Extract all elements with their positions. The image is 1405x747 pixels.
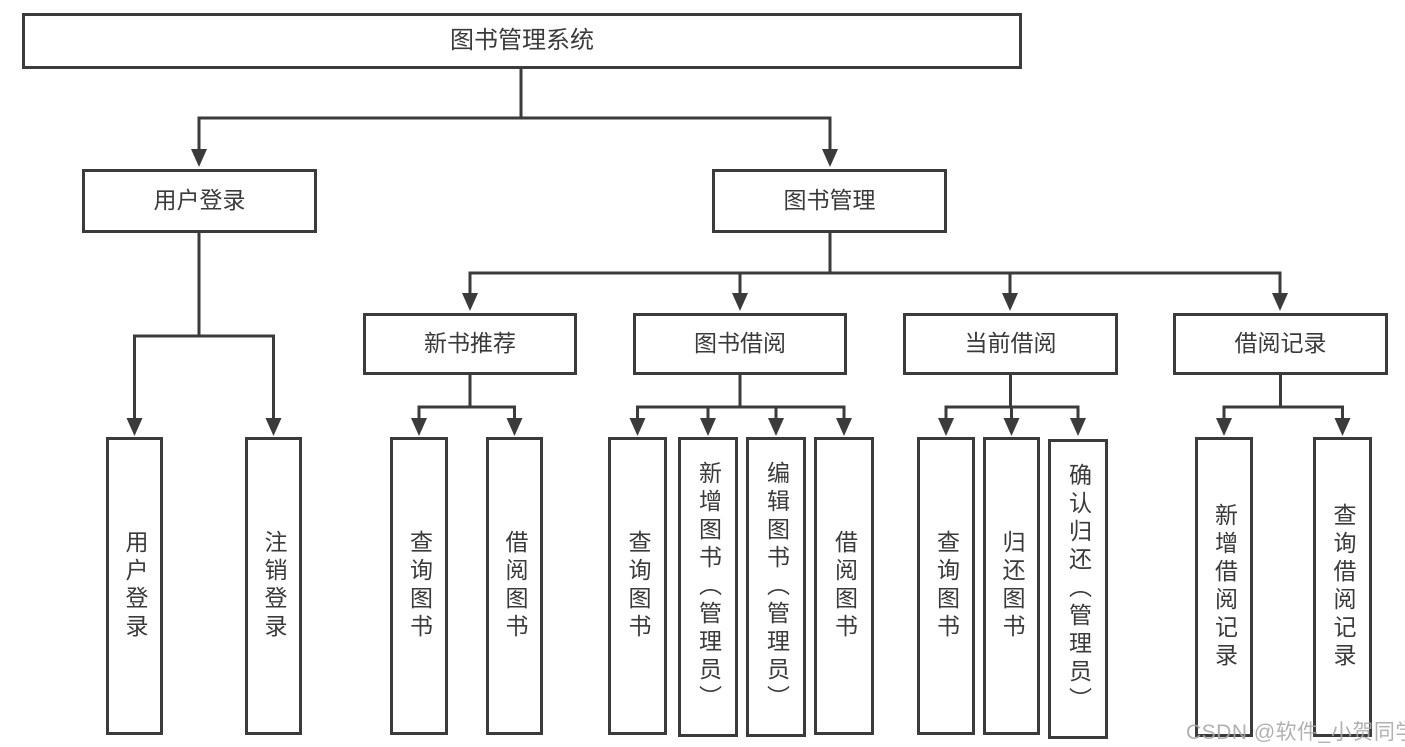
connector-book-borrowing-branch [629,375,852,436]
arrow-down-icon [1216,418,1232,436]
leaf-current-return-book-label: 归还图书 [999,530,1025,642]
arrow-down-icon [938,418,954,436]
arrow-down-icon [462,293,478,311]
arrow-down-icon [822,149,838,167]
leaf-user-login: 用户登录 [106,437,163,735]
leaf-user-login-label: 用户登录 [122,530,148,642]
connector-borrowing-records-branch [1216,375,1351,436]
node-book-management-label: 图书管理 [783,187,876,214]
leaf-logout: 注销登录 [245,437,302,735]
arrow-down-icon [1070,418,1086,436]
arrow-down-icon [768,418,784,436]
arrow-down-icon [411,418,427,436]
leaf-current-return-book: 归还图书 [983,437,1040,735]
leaf-logout-label: 注销登录 [261,530,287,642]
node-borrowing-records-label: 借阅记录 [1234,330,1327,357]
arrow-down-icon [191,149,207,167]
node-new-book-recommend: 新书推荐 [363,313,577,375]
leaf-records-query-record-label: 查询借阅记录 [1330,503,1356,671]
arrow-down-icon [1272,293,1288,311]
leaf-recommend-borrow-book-label: 借阅图书 [502,530,528,642]
node-book-management: 图书管理 [712,169,947,233]
node-root: 图书管理系统 [22,13,1022,69]
leaf-recommend-query-book: 查询图书 [390,437,448,735]
node-book-borrowing-label: 图书借阅 [694,330,786,357]
leaf-borrowing-query-book-label: 查询图书 [625,530,651,642]
arrow-down-icon [265,418,282,436]
leaf-records-query-record: 查询借阅记录 [1313,437,1372,737]
connector-user-login-branch [126,233,282,436]
node-root-label: 图书管理系统 [450,26,594,54]
watermark: CSDN @软件_小贺同学 [1186,721,1405,744]
leaf-recommend-query-book-label: 查询图书 [406,530,433,642]
connector-root-branch [191,69,838,167]
arrow-down-icon [732,293,748,311]
leaf-recommend-borrow-book: 借阅图书 [486,437,543,735]
connector-book-management-branch [462,233,1288,311]
leaf-borrowing-edit-book: 编辑图书（管理员） [746,437,806,737]
leaf-current-query-book-label: 查询图书 [933,530,960,642]
node-new-book-recommend-label: 新书推荐 [424,330,516,357]
leaf-borrowing-query-book: 查询图书 [608,437,667,735]
arrow-down-icon [126,418,143,436]
arrow-down-icon [506,418,523,436]
leaf-records-add-record: 新增借阅记录 [1195,437,1253,737]
leaf-current-query-book: 查询图书 [917,437,975,735]
arrow-down-icon [1334,418,1351,436]
leaf-borrowing-add-book-label: 新增图书（管理员） [695,461,722,713]
arrow-down-icon [1002,293,1018,311]
arrow-down-icon [1003,418,1020,436]
leaf-borrowing-edit-book-label: 编辑图书（管理员） [763,461,790,713]
node-user-login: 用户登录 [82,169,317,233]
connector-new-book-recommend-branch [411,375,523,436]
node-user-login-label: 用户登录 [153,187,246,214]
leaf-borrowing-borrow-book-label: 借阅图书 [831,530,858,642]
arrow-down-icon [836,418,852,436]
node-current-borrowing: 当前借阅 [903,313,1118,375]
leaf-borrowing-borrow-book: 借阅图书 [814,437,874,735]
leaf-records-add-record-label: 新增借阅记录 [1211,503,1238,671]
arrow-down-icon [629,418,646,436]
leaf-current-confirm-return: 确认归还（管理员） [1048,439,1108,739]
leaf-borrowing-add-book: 新增图书（管理员） [678,437,738,737]
leaf-current-confirm-return-label: 确认归还（管理员） [1065,463,1092,715]
connector-current-borrowing-branch [938,375,1086,436]
node-borrowing-records: 借阅记录 [1173,313,1388,375]
node-book-borrowing: 图书借阅 [633,313,847,375]
node-current-borrowing-label: 当前借阅 [964,330,1057,357]
arrow-down-icon [700,418,716,436]
